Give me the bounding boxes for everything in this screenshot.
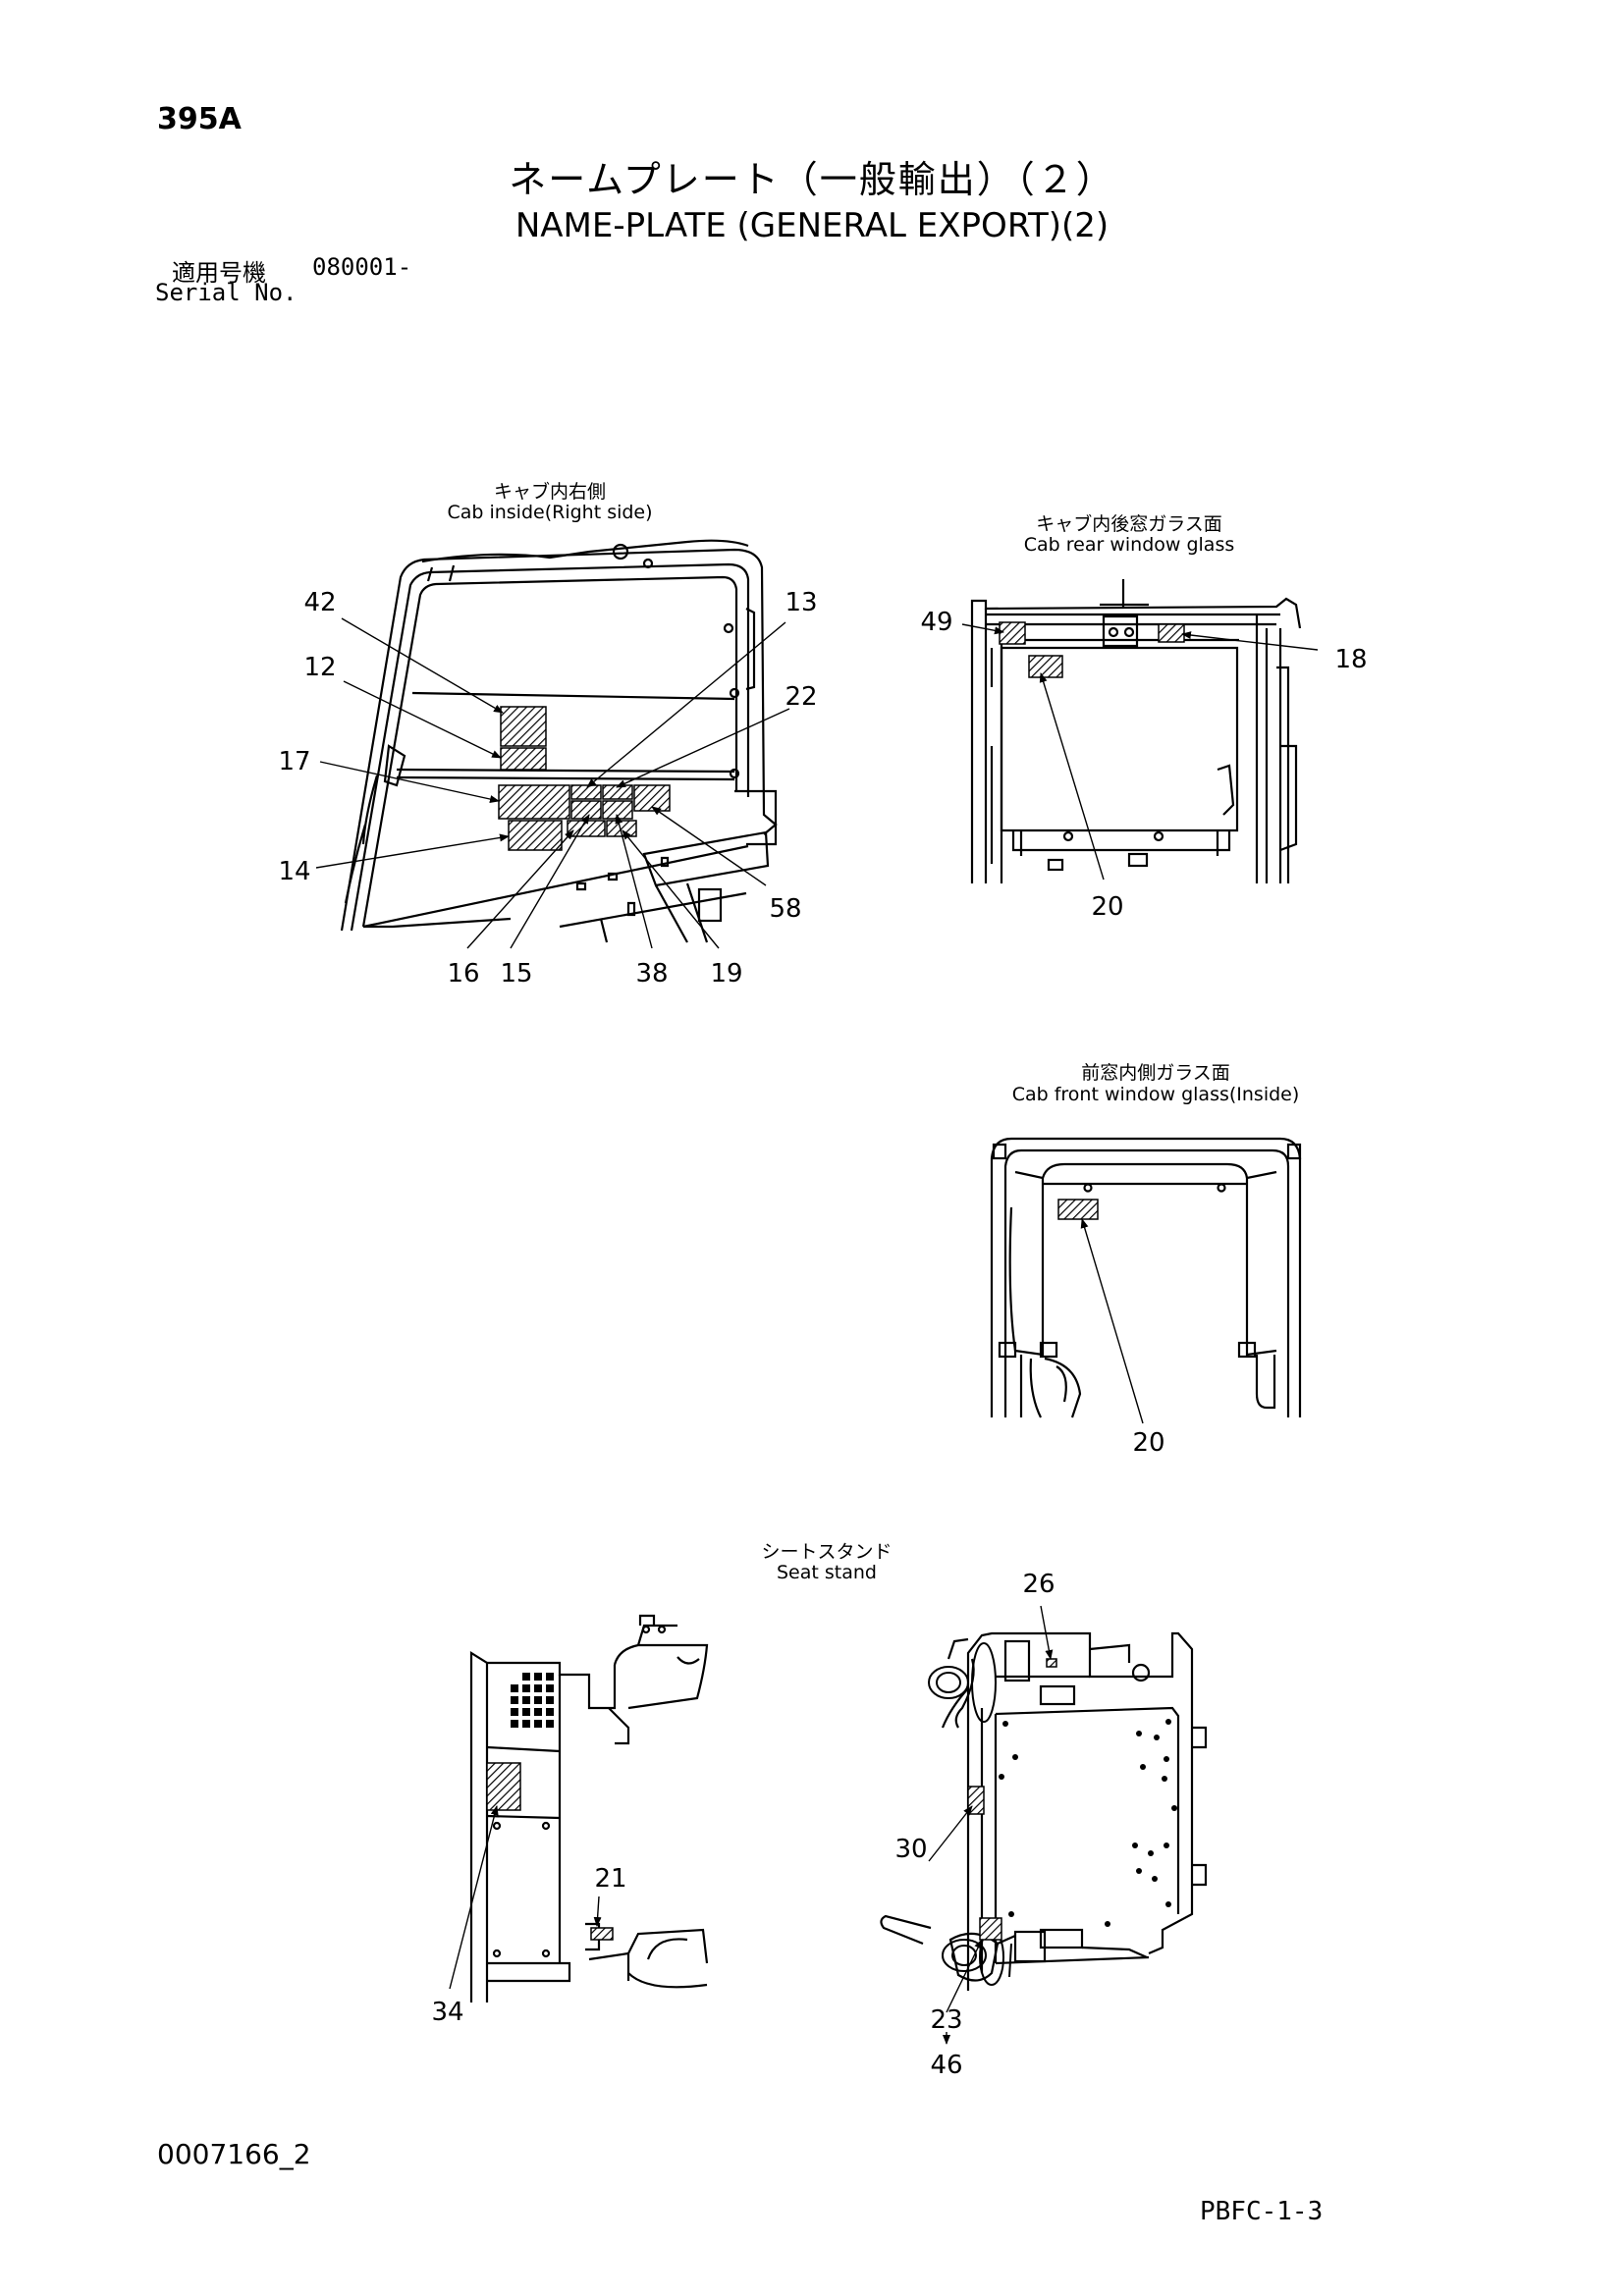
callout-16: 16	[447, 959, 479, 988]
seat-stand-hole-grid	[511, 1673, 554, 1728]
nameplate-49	[999, 621, 1026, 645]
callout-12: 12	[303, 653, 336, 682]
nameplate-26	[1046, 1658, 1057, 1668]
view-cab-rear: キャブ内後窓ガラス面 Cab rear window glass	[920, 512, 1367, 922]
callout-19: 19	[710, 959, 742, 988]
caption-cab-front-en: Cab front window glass(Inside)	[1012, 1084, 1300, 1105]
callout-20-rear: 20	[1091, 892, 1123, 922]
nameplate-18	[1158, 623, 1185, 643]
callout-34: 34	[431, 1998, 463, 2027]
cab-front-leaders	[1080, 1218, 1144, 1424]
callout-13: 13	[785, 588, 817, 617]
caption-cab-rear-en: Cab rear window glass	[1024, 534, 1235, 556]
callout-18: 18	[1334, 645, 1367, 674]
serial-label-en: Serial No.	[155, 279, 298, 306]
cab-right-leaders	[315, 617, 790, 949]
sheet-code: PBFC-1-3	[1200, 2197, 1324, 2226]
caption-cab-right-jp: キャブ内右側	[494, 480, 606, 503]
cab-rear-leaders	[961, 623, 1319, 881]
callout-22: 22	[785, 682, 817, 712]
nameplate-34	[486, 1762, 521, 1811]
nameplate-23	[979, 1917, 1002, 1941]
serial-label-jp: 適用号機	[172, 259, 266, 287]
nameplate-12	[500, 747, 547, 771]
nameplate-15	[570, 800, 602, 820]
callout-46: 46	[930, 2051, 962, 2080]
callout-30: 30	[894, 1835, 927, 1864]
callout-23: 23	[930, 2005, 962, 2035]
caption-cab-rear-jp: キャブ内後窓ガラス面	[1036, 512, 1222, 535]
callout-17: 17	[278, 747, 310, 776]
callout-15: 15	[500, 959, 532, 988]
nameplate-17	[498, 784, 570, 820]
seat-stand-right-outline	[880, 1631, 1208, 1991]
nameplate-30	[967, 1786, 985, 1815]
seat-stand-grips	[928, 1642, 1012, 1986]
callout-14: 14	[278, 857, 310, 886]
drawing-number: 0007166_2	[157, 2138, 311, 2170]
caption-cab-right-en: Cab inside(Right side)	[447, 502, 652, 523]
nameplate-20-front	[1057, 1199, 1099, 1220]
callout-42: 42	[303, 588, 336, 617]
callout-20-front: 20	[1132, 1428, 1164, 1458]
nameplate-16	[567, 820, 606, 837]
seat-stand-leaders	[449, 1605, 1054, 2045]
cab-right-outline	[340, 539, 778, 943]
view-cab-right: キャブ内右側 Cab inside(Right side)	[278, 480, 817, 988]
seat-stand-left-outline	[469, 1614, 709, 2002]
callout-26: 26	[1022, 1570, 1055, 1599]
caption-cab-front-jp: 前窓内側ガラス面	[1081, 1062, 1230, 1084]
callout-38: 38	[635, 959, 668, 988]
nameplate-42	[500, 706, 547, 747]
callout-58: 58	[769, 894, 801, 924]
callout-21: 21	[594, 1864, 626, 1894]
caption-seat-stand-jp: シートスタンド	[761, 1541, 892, 1563]
page-code: 395A	[157, 102, 242, 136]
nameplate-21	[590, 1927, 614, 1941]
page-title-jp: ネームプレート（一般輸出）（２）	[509, 158, 1115, 201]
caption-seat-stand-en: Seat stand	[777, 1562, 877, 1583]
cab-rear-outline	[970, 579, 1302, 883]
view-seat-stand: シートスタンド Seat stand	[431, 1541, 1208, 2080]
nameplate-14	[508, 820, 563, 851]
nameplate-20-rear	[1028, 655, 1063, 678]
page-title-en: NAME-PLATE (GENERAL EXPORT)(2)	[514, 206, 1110, 245]
view-cab-front: 前窓内側ガラス面 Cab front window glass(Inside)	[990, 1062, 1302, 1458]
cab-front-outline	[990, 1137, 1302, 1418]
nameplate-13	[570, 784, 602, 800]
serial-value: 080001-	[312, 253, 412, 281]
callout-49: 49	[920, 608, 952, 637]
seat-stand-plate-holes	[999, 1719, 1177, 1927]
